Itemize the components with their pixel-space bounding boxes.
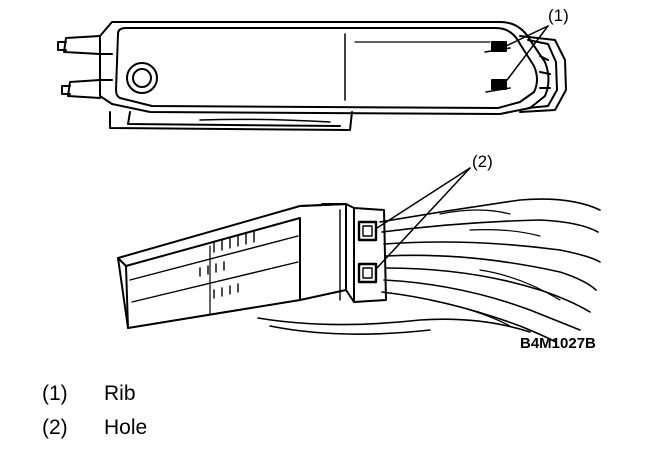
legend-number: (1) [42, 382, 68, 405]
legend-label: Hole [104, 416, 148, 439]
callout-hole: (2) [472, 152, 493, 171]
legend-item-hole: (2) Hole [42, 412, 442, 444]
legend-item-rib: (1) Rib [42, 378, 442, 410]
connector-with-harness [117, 167, 601, 343]
callout-rib: (1) [548, 6, 569, 25]
connector-cover-side-view [57, 21, 567, 131]
legend-number: (2) [42, 416, 68, 439]
figure-code: B4M1027B [520, 335, 596, 352]
legend-label: Rib [104, 382, 136, 405]
